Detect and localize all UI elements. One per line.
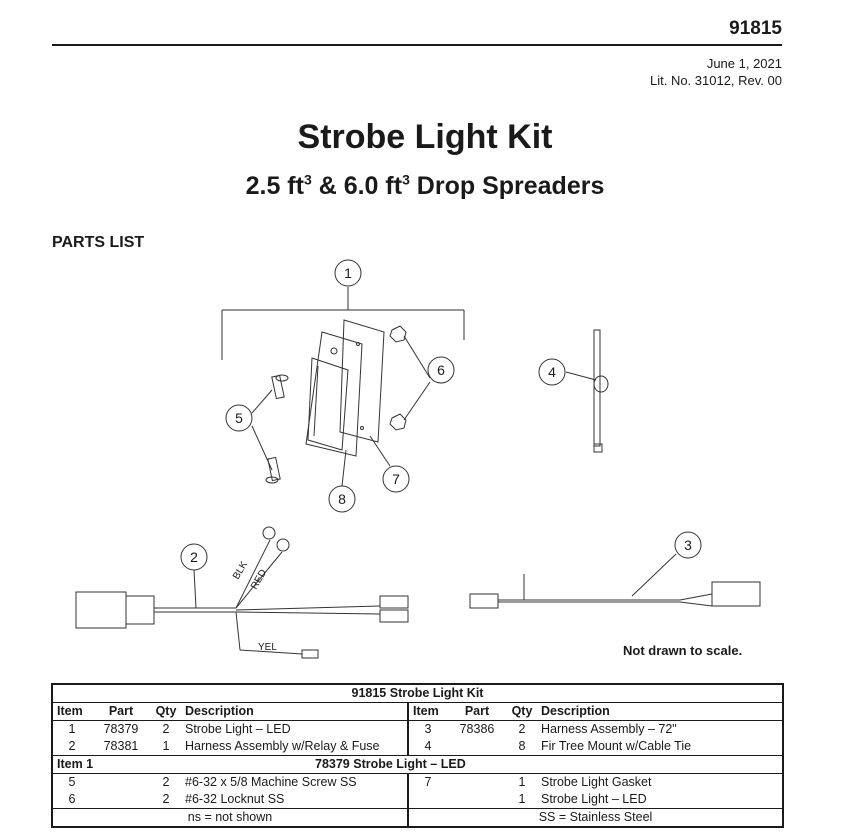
cell-item: 5 bbox=[68, 775, 76, 789]
cell-part bbox=[447, 774, 507, 792]
table-footnote-row: ns = not shown SS = Stainless Steel bbox=[52, 808, 783, 827]
column-header: Part bbox=[447, 702, 507, 721]
cell-item: 3 bbox=[407, 720, 447, 738]
cell-description: #6-32 Locknut SS bbox=[185, 792, 285, 806]
cell-part: 78381 bbox=[103, 739, 139, 753]
locknut-drawing bbox=[389, 325, 407, 431]
cell-item: 4 bbox=[407, 738, 447, 756]
literature-number: Lit. No. 31012, Rev. 00 bbox=[649, 73, 782, 88]
callout-3: 3 bbox=[684, 537, 692, 553]
cell-qty: 2 bbox=[162, 775, 170, 789]
callout-7: 7 bbox=[392, 471, 400, 487]
column-header: Part bbox=[91, 702, 151, 721]
document-number: 91815 bbox=[729, 18, 782, 39]
machine-screw-drawing bbox=[265, 374, 289, 484]
column-header: Item bbox=[52, 702, 91, 721]
wire-label-blk: BLK bbox=[231, 559, 250, 581]
cell-part bbox=[447, 791, 507, 809]
cell-qty: 2 bbox=[518, 722, 526, 736]
cell-qty: 2 bbox=[162, 792, 170, 806]
column-header: Qty bbox=[151, 702, 181, 721]
cell-part bbox=[91, 791, 151, 809]
cell-part: 78386 bbox=[459, 722, 495, 736]
cell-qty: 8 bbox=[518, 739, 526, 753]
cell-part: 78379 bbox=[103, 722, 139, 736]
cell-qty: 2 bbox=[162, 722, 170, 736]
cell-qty: 1 bbox=[518, 792, 526, 806]
cell-description: Strobe Light – LED bbox=[541, 792, 647, 806]
cell-description: Strobe Light – LED bbox=[185, 722, 291, 736]
cell-part bbox=[447, 738, 507, 756]
cell-description: Strobe Light Gasket bbox=[541, 775, 652, 789]
harness-72-drawing bbox=[469, 574, 761, 609]
strobe-light-drawing bbox=[305, 319, 385, 457]
table-subheader-row: Item 1 78379 Strobe Light – LED bbox=[52, 755, 783, 774]
column-header: Description bbox=[181, 702, 408, 721]
table-row: 1 78379 2 Strobe Light – LED 3 78386 2 H… bbox=[52, 720, 783, 738]
cell-item bbox=[407, 791, 447, 809]
callout-1: 1 bbox=[344, 265, 352, 281]
table-title: 91815 Strobe Light Kit bbox=[52, 684, 783, 703]
callout-4: 4 bbox=[548, 364, 556, 380]
cell-item: 1 bbox=[68, 722, 76, 736]
harness-relay-fuse-drawing bbox=[75, 526, 409, 659]
footnote-right: SS = Stainless Steel bbox=[407, 808, 783, 827]
section-heading: PARTS LIST bbox=[52, 234, 145, 251]
column-header: Qty bbox=[507, 702, 537, 721]
cell-qty: 1 bbox=[518, 775, 526, 789]
callout-circles bbox=[180, 259, 702, 571]
footnote-left: ns = not shown bbox=[52, 808, 408, 827]
cell-description: Harness Assembly – 72" bbox=[541, 722, 677, 736]
page-title: Strobe Light Kit bbox=[297, 118, 553, 156]
column-header: Description bbox=[537, 702, 783, 721]
cell-qty: 1 bbox=[162, 739, 170, 753]
callout-8: 8 bbox=[338, 491, 346, 507]
document-date: June 1, 2021 bbox=[706, 56, 782, 71]
page-subtitle: 2.5 ft3 & 6.0 ft3 Drop Spreaders bbox=[245, 171, 605, 200]
cell-item: 6 bbox=[68, 792, 76, 806]
callout-leaders bbox=[193, 335, 677, 609]
callout-6: 6 bbox=[437, 362, 445, 378]
cell-description: Fir Tree Mount w/Cable Tie bbox=[541, 739, 692, 753]
parts-table: 91815 Strobe Light Kit Item Part Qty Des… bbox=[51, 683, 784, 828]
subassembly-item: Item 1 bbox=[52, 755, 151, 774]
table-row: 2 78381 1 Harness Assembly w/Relay & Fus… bbox=[52, 738, 783, 756]
column-header: Item bbox=[407, 702, 447, 721]
cell-part bbox=[91, 774, 151, 792]
callout-5: 5 bbox=[235, 410, 243, 426]
table-header-row: Item Part Qty Description Item Part Qty … bbox=[52, 702, 783, 721]
fir-tree-mount-drawing bbox=[593, 329, 609, 453]
callout-2: 2 bbox=[190, 549, 198, 565]
header-rule bbox=[52, 44, 782, 46]
scale-note: Not drawn to scale. bbox=[623, 643, 743, 658]
cell-description: #6-32 x 5/8 Machine Screw SS bbox=[185, 775, 357, 789]
subassembly-title: 78379 Strobe Light – LED bbox=[151, 755, 783, 774]
cell-item: 2 bbox=[68, 739, 76, 753]
table-row: 6 2 #6-32 Locknut SS 1 Strobe Light – LE… bbox=[52, 791, 783, 809]
table-row: 5 2 #6-32 x 5/8 Machine Screw SS 7 1 Str… bbox=[52, 773, 783, 792]
wire-label-yel: YEL bbox=[258, 642, 277, 653]
cell-item: 7 bbox=[407, 773, 447, 791]
cell-description: Harness Assembly w/Relay & Fuse bbox=[185, 739, 380, 753]
item-1-bracket bbox=[221, 287, 465, 360]
